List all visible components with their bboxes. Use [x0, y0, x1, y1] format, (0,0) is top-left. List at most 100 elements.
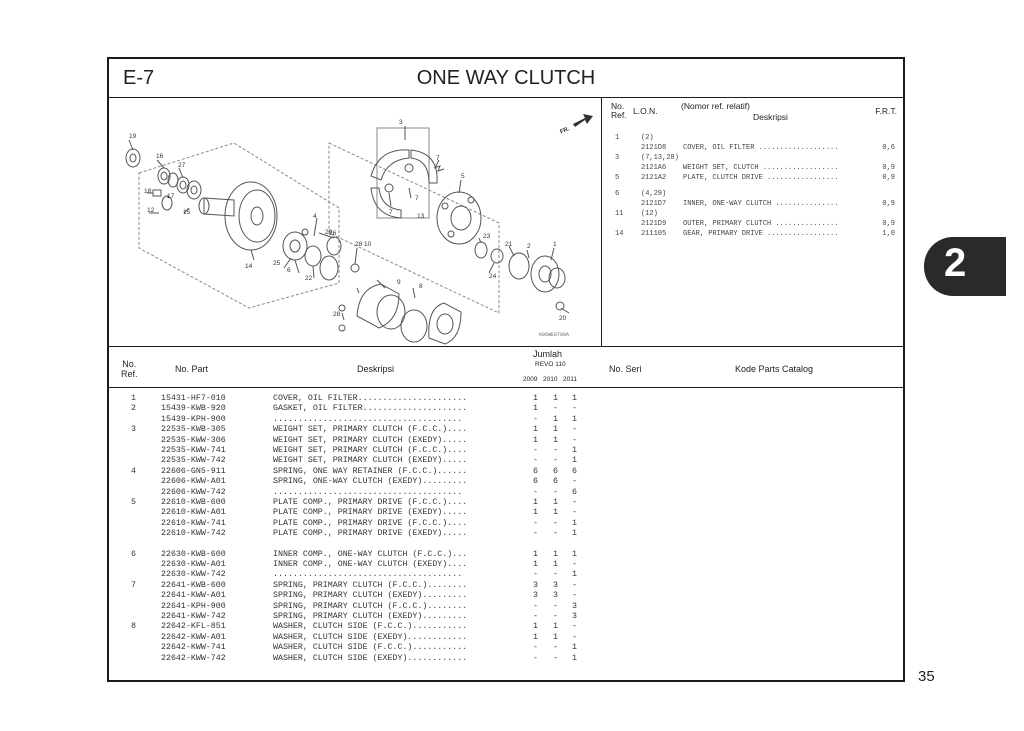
lon-cell-frt: 1,0 — [882, 230, 895, 238]
table-cell-part: 22642-KWW-742 — [161, 653, 226, 663]
lon-cell-lon: (12) — [641, 210, 658, 218]
table-cell-q-0: - — [533, 446, 538, 455]
callout-label: 2 — [527, 243, 531, 250]
table-cell-part: 22535-KWB-305 — [161, 425, 226, 435]
table-cell-q-1: - — [553, 601, 558, 611]
table-cell-q-0: - — [533, 487, 538, 497]
lon-cell-ref: 5 — [615, 174, 620, 182]
table-cell-q-0: - — [533, 601, 538, 611]
table-cell-q-2: 1 — [572, 394, 577, 403]
table-cell-desc: WASHER, CLUTCH SIDE (EXEDY)............ — [273, 632, 468, 642]
table-cell-q-1: 1 — [553, 394, 558, 403]
table-row: 22606-KWW-742...........................… — [109, 488, 903, 498]
table-cell-q-2: 6 — [572, 487, 577, 497]
lon-header-no: No.Ref. — [611, 101, 627, 120]
table-cell-q-2: - — [572, 498, 577, 507]
chapter-tab[interactable]: 2 — [924, 237, 1006, 296]
table-cell-q-2: 3 — [572, 612, 577, 621]
table-cell-q-2: 1 — [572, 529, 577, 539]
table-cell-q-0: 1 — [533, 549, 538, 559]
callout-label: 22 — [305, 275, 313, 282]
table-cell-q-2: - — [572, 435, 577, 445]
table-cell-q-2: - — [572, 560, 577, 569]
table-cell-q-1: - — [553, 518, 558, 528]
col-header-jumlah: Jumlah — [533, 349, 563, 359]
diagram-code: K06WE0700A — [539, 332, 569, 338]
table-cell-part: 15439-KPH-900 — [161, 414, 226, 424]
lon-cell-frt: 0,9 — [882, 164, 895, 172]
lon-cell-lon: (2) — [641, 134, 654, 142]
front-label: FR. — [559, 126, 571, 135]
callout-label: 16 — [156, 153, 164, 160]
table-cell-part: 22641-KWW-A01 — [161, 591, 226, 601]
col-header-year-2009: 2009 — [523, 376, 538, 383]
callout-label: 20 — [559, 315, 567, 322]
callout-label: 27 — [178, 162, 186, 169]
table-cell-q-0: - — [533, 414, 538, 424]
table-cell-q-0: 1 — [533, 394, 538, 403]
table-cell-desc: WASHER, CLUTCH SIDE (EXEDY)............ — [273, 653, 468, 663]
callout-label: 7 — [436, 155, 440, 162]
table-cell-desc: WEIGHT SET, PRIMARY CLUTCH (EXEDY)..... — [273, 435, 468, 445]
table-cell-part: 22610-KWW-741 — [161, 518, 226, 528]
callout-label: 29 — [325, 229, 333, 236]
lon-cell-desc: COVER, OIL FILTER ................... — [683, 144, 839, 152]
lon-cell-lon: (7,13,28) — [641, 154, 679, 162]
col-header-catalog: Kode Parts Catalog — [735, 364, 814, 374]
table-cell-desc: SPRING, PRIMARY CLUTCH (F.C.C.)........ — [273, 601, 468, 611]
table-cell-desc: GASKET, OIL FILTER..................... — [273, 404, 468, 414]
table-cell-q-2: - — [572, 580, 577, 590]
table-cell-q-2: - — [572, 508, 577, 518]
callout-label: 24 — [489, 273, 497, 280]
table-cell-ref: 6 — [131, 549, 136, 559]
table-cell-q-0: 3 — [533, 591, 538, 601]
table-cell-desc: PLATE COMP., PRIMARY DRIVE (EXEDY)..... — [273, 529, 468, 539]
table-cell-part: 15439-KWB-920 — [161, 404, 226, 414]
table-cell-q-2: 1 — [572, 643, 577, 653]
table-cell-q-1: - — [553, 570, 558, 580]
table-cell-desc: PLATE COMP., PRIMARY DRIVE (EXEDY)..... — [273, 508, 468, 518]
table-cell-part: 22610-KWW-742 — [161, 529, 226, 539]
table-cell-q-1: 6 — [553, 477, 558, 487]
table-cell-q-1: 3 — [553, 591, 558, 601]
callout-label: 10 — [364, 241, 372, 248]
table-cell-desc: ...................................... — [273, 487, 463, 497]
lon-cell-frt: 0,9 — [882, 200, 895, 208]
lon-cell-desc: OUTER, PRIMARY CLUTCH ............... — [683, 220, 839, 228]
table-cell-q-0: 1 — [533, 632, 538, 642]
lon-cell-desc: INNER, ONE-WAY CLUTCH ............... — [683, 200, 839, 208]
table-cell-ref: 7 — [131, 580, 136, 590]
callout-label: 12 — [147, 207, 155, 214]
table-row: 22630-KWW-742...........................… — [109, 570, 903, 580]
table-cell-q-1: - — [553, 446, 558, 455]
table-cell-ref: 8 — [131, 622, 136, 632]
callout-label: 28 — [333, 311, 341, 318]
table-cell-desc: COVER, OIL FILTER...................... — [273, 394, 468, 403]
lon-header-lon: L.O.N. — [633, 106, 658, 116]
table-cell-part: 22535-KWW-741 — [161, 446, 226, 455]
table-cell-part: 22642-KWW-741 — [161, 643, 226, 653]
table-cell-desc: WEIGHT SET, PRIMARY CLUTCH (F.C.C.).... — [273, 425, 468, 435]
page-number: 35 — [918, 668, 935, 685]
col-header-part: No. Part — [175, 364, 209, 374]
table-cell-q-0: 1 — [533, 508, 538, 518]
lon-cell-lon: 2121D9 — [641, 220, 667, 228]
table-cell-q-0: 1 — [533, 498, 538, 507]
title-bar: E-7 ONE WAY CLUTCH — [109, 59, 903, 98]
table-cell-desc: ...................................... — [273, 570, 463, 580]
table-cell-part: 22641-KPH-900 — [161, 601, 226, 611]
table-cell-desc: WEIGHT SET, PRIMARY CLUTCH (EXEDY)..... — [273, 456, 468, 466]
callout-label: 7 — [415, 195, 419, 202]
table-cell-part: 22642-KWW-A01 — [161, 632, 226, 642]
table-cell-desc: INNER COMP., ONE-WAY CLUTCH (F.C.C.)... — [273, 549, 468, 559]
lon-cell-desc: PLATE, CLUTCH DRIVE ................. — [683, 174, 839, 182]
table-cell-q-1: 1 — [553, 498, 558, 507]
